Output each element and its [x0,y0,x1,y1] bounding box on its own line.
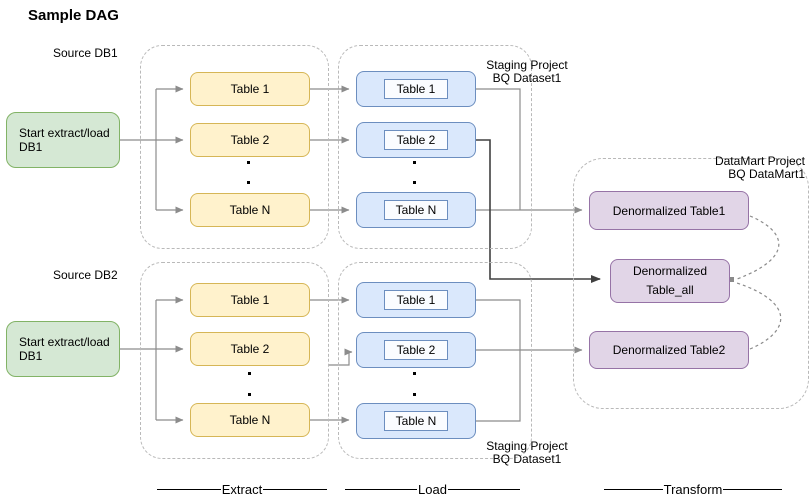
ellipsis-dot [247,181,250,184]
load1-table1: Table 1 [356,71,476,107]
datamart-label-line2: BQ DataMart1 [728,167,805,181]
denormalized-table2-node: Denormalized Table2 [589,331,749,369]
start-node-db2-line1: Start extract/load [19,335,110,349]
staging-label-2-line2: BQ Dataset1 [492,452,562,466]
ellipsis-dot [413,161,416,164]
ellipsis-dot [248,393,251,396]
curve-denorm1-to-table-all [736,215,780,280]
table-inner-box: Table N [384,200,448,220]
table-inner-box: Table 2 [384,130,448,150]
denormalized-table-all-node: Denormalized Table_all [610,259,730,303]
pipeline2-connectors [120,296,583,424]
stage-label-transform: Transform [604,482,782,497]
curve-denorm2-to-table-all [736,282,782,350]
ellipsis-dot [413,393,416,396]
start-node-db1-line1: Start extract/load [19,126,110,140]
start-node-db2: Start extract/load DB1 [6,321,120,377]
stage-extract-text: Extract [221,482,263,497]
stage-transform-text: Transform [663,482,723,497]
load2-table2: Table 2 [356,332,476,368]
stage-rule-right [263,489,327,490]
stage-rule-right [447,489,521,490]
arrow-load1-to-table-all [476,139,601,283]
datamart-dependency-curves [736,215,782,350]
load1-t1-elbow [476,88,521,210]
load2-table1: Table 1 [356,282,476,318]
diagram-title: Sample DAG [28,7,119,24]
stage-rule-right [723,489,782,490]
table-all-line1: Denormalized [632,264,708,278]
datamart-group [573,158,809,409]
table-all-line2: Table_all [646,283,694,297]
extract1-table1: Table 1 [190,72,310,106]
stage-label-extract: Extract [157,482,327,497]
start-node-db2-line2: DB1 [19,349,43,363]
staging-label-1-line2: BQ Dataset1 [492,71,562,85]
load2-t1-elbow [476,299,521,350]
pipeline1-connectors [120,85,583,214]
load-group-1 [338,45,532,249]
staging-label-1: Staging Project BQ Dataset1 [481,59,573,85]
start-node-db1-line2: DB1 [19,140,43,154]
source-db1-label: Source DB1 [53,46,118,60]
load-group-2 [338,262,532,459]
table-inner-box: Table 2 [384,340,448,360]
load1-table2: Table 2 [356,122,476,158]
table-inner-box: Table N [384,411,448,431]
source-db2-label: Source DB2 [53,268,118,282]
staging-label-2-line1: Staging Project [486,439,568,453]
extract2-table2: Table 2 [190,332,310,366]
ellipsis-dot [247,161,250,164]
start-node-db1: Start extract/load DB1 [6,112,120,168]
stage-rule-left [157,489,221,490]
datamart-label: DataMart Project BQ DataMart1 [701,155,805,181]
extract2-table1: Table 1 [190,283,310,317]
stage-label-load: Load [345,482,521,497]
extract-group-2 [140,262,329,459]
ellipsis-dot [413,372,416,375]
extract1-tableN: Table N [190,193,310,227]
ellipsis-dot [248,372,251,375]
ellipsis-dot [413,181,416,184]
staging-label-2: Staging Project BQ Dataset1 [481,440,573,466]
stage-rule-left [604,489,663,490]
datamart-label-line1: DataMart Project [714,154,805,168]
load2-tn-elbow [476,350,521,422]
stage-rule-left [345,489,418,490]
extract-group-1 [140,45,329,249]
load1-tableN: Table N [356,192,476,228]
denormalized-table1-node: Denormalized Table1 [589,191,749,230]
table-all-anchor-dot [729,277,734,282]
extract1-table2: Table 2 [190,123,310,157]
stage-load-text: Load [418,482,447,497]
table-inner-box: Table 1 [384,290,448,310]
load2-tableN: Table N [356,403,476,439]
table-inner-box: Table 1 [384,79,448,99]
extract2-tableN: Table N [190,403,310,437]
staging-label-1-line1: Staging Project [486,58,568,72]
